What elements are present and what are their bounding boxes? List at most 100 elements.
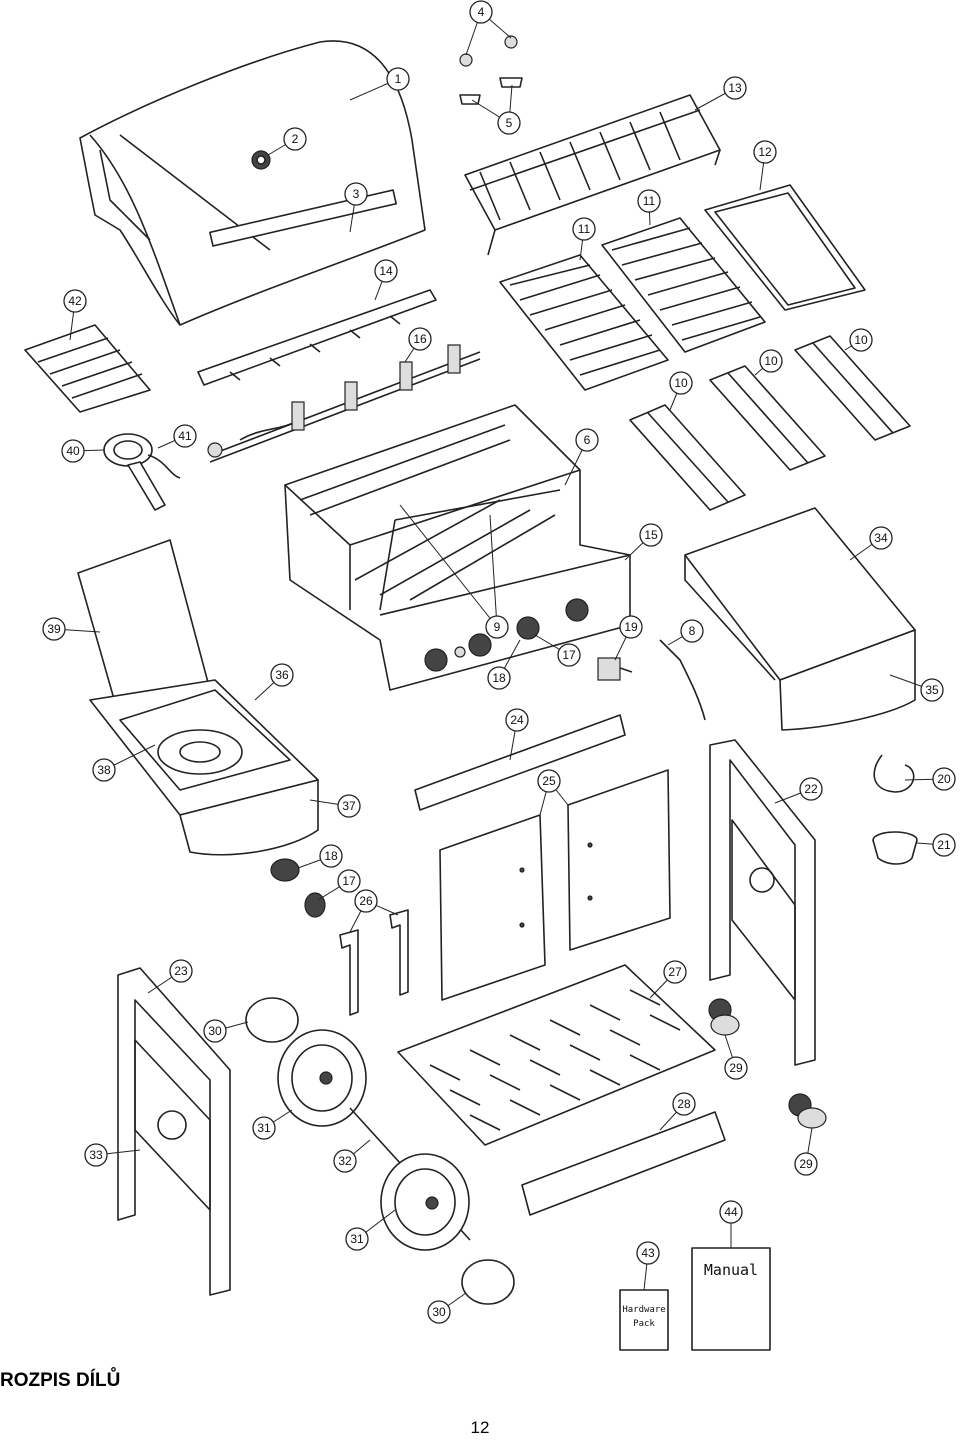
callout-circle <box>759 349 783 373</box>
callout-39: 39 <box>42 617 101 641</box>
callout-31: 31 <box>345 1209 396 1251</box>
callout-17: 17 <box>317 869 361 901</box>
callout-number: 11 <box>643 194 656 208</box>
part-hardware-pack: Hardware Pack <box>619 1289 669 1351</box>
callout-number: 17 <box>562 648 576 662</box>
callout-1: 1 <box>349 67 410 101</box>
callout-20: 20 <box>904 767 956 791</box>
callout-circle <box>319 844 343 868</box>
callout-circle <box>270 663 294 687</box>
callout-number: 10 <box>764 354 778 368</box>
callout-number: 23 <box>174 964 188 978</box>
callout-34: 34 <box>849 526 893 561</box>
callout-17: 17 <box>534 634 581 667</box>
callout-circle <box>386 67 410 91</box>
callout-22: 22 <box>774 777 823 804</box>
callout-layer: 1234568910101011111213141516171718181920… <box>42 0 956 1324</box>
callout-number: 18 <box>492 671 506 685</box>
callout-19: 19 <box>614 615 643 661</box>
part-side-shelf <box>684 507 916 731</box>
callout-number: 29 <box>729 1061 743 1075</box>
page-number: 12 <box>470 1418 490 1437</box>
callout-number: 18 <box>324 849 338 863</box>
callout-circle <box>932 767 956 791</box>
callout-circle <box>283 127 307 151</box>
callout-circle <box>724 1056 748 1080</box>
callout-circle <box>619 615 643 639</box>
callout-circle <box>344 182 368 206</box>
callout-10: 10 <box>754 349 783 376</box>
callout-number: 2 <box>292 132 299 146</box>
callout-number: 31 <box>257 1121 271 1135</box>
callout-circle <box>487 666 511 690</box>
callout-number: 6 <box>584 433 591 447</box>
callout-circle <box>572 217 596 241</box>
callout-circle <box>849 328 873 352</box>
callout-number: 34 <box>874 531 888 545</box>
callout-40: 40 <box>61 439 105 463</box>
callout-circle <box>637 189 661 213</box>
callout-circle <box>469 0 493 24</box>
callout-circle <box>537 769 561 793</box>
part-side-burner-ring <box>103 433 181 511</box>
callout-11: 11 <box>637 189 661 226</box>
callout-circle <box>680 619 704 643</box>
callout-16: 16 <box>404 327 432 363</box>
callout-number: 8 <box>689 624 696 638</box>
callout-10: 10 <box>669 371 693 411</box>
callout-44: 44 <box>719 1200 743 1248</box>
part-ignitor <box>597 639 706 721</box>
part-wheels <box>245 997 515 1305</box>
leader-line <box>399 504 498 628</box>
part-gas-manifold <box>207 344 481 463</box>
part-side-rack <box>24 324 151 413</box>
callout-31: 31 <box>252 1109 293 1140</box>
callout-4: 4 <box>465 0 512 56</box>
callout-number: 33 <box>89 1148 103 1162</box>
callout-8: 8 <box>667 619 704 646</box>
callout-41: 41 <box>157 424 197 449</box>
callout-number: 38 <box>97 763 111 777</box>
exploded-parts-diagram: Hardware Pack Manual 1234568910101011111… <box>24 0 956 1351</box>
callout-36: 36 <box>254 663 294 701</box>
callout-6: 6 <box>564 428 599 486</box>
callout-18: 18 <box>487 639 521 690</box>
callout-13: 13 <box>694 76 747 111</box>
callout-circle <box>354 889 378 913</box>
part-rear-crossbar <box>521 1111 726 1216</box>
callout-number: 44 <box>724 1205 738 1219</box>
callout-circle <box>92 758 116 782</box>
svg-text:Manual: Manual <box>704 1261 758 1279</box>
callout-circle <box>669 371 693 395</box>
callout-circle <box>337 794 361 818</box>
callout-number: 3 <box>353 187 360 201</box>
callout-number: 37 <box>342 799 356 813</box>
leader-line <box>489 514 498 628</box>
callout-number: 27 <box>668 965 682 979</box>
svg-text:Hardware: Hardware <box>622 1305 665 1315</box>
callout-number: 36 <box>275 668 289 682</box>
callout-circle <box>920 678 944 702</box>
callout-27: 27 <box>649 960 687 999</box>
callout-number: 13 <box>728 81 742 95</box>
callout-circle <box>719 1200 743 1224</box>
callout-24: 24 <box>505 708 529 761</box>
callout-number: 15 <box>644 528 658 542</box>
callout-circle <box>203 1019 227 1043</box>
callout-number: 40 <box>66 444 80 458</box>
callout-number: 4 <box>478 5 485 19</box>
part-hook-and-cup <box>872 754 918 865</box>
callout-11: 11 <box>572 217 596 261</box>
callout-number: 25 <box>542 774 556 788</box>
callout-circle <box>753 140 777 164</box>
callout-28: 28 <box>659 1092 696 1131</box>
part-control-knobs <box>424 598 589 672</box>
callout-5: 5 <box>471 84 521 135</box>
callout-32: 32 <box>333 1139 371 1173</box>
callout-number: 29 <box>799 1157 813 1171</box>
callout-circle <box>723 76 747 100</box>
callout-circle <box>485 615 509 639</box>
part-firebox <box>284 404 631 691</box>
part-flame-tamers <box>629 335 911 511</box>
callout-number: 30 <box>208 1024 222 1038</box>
